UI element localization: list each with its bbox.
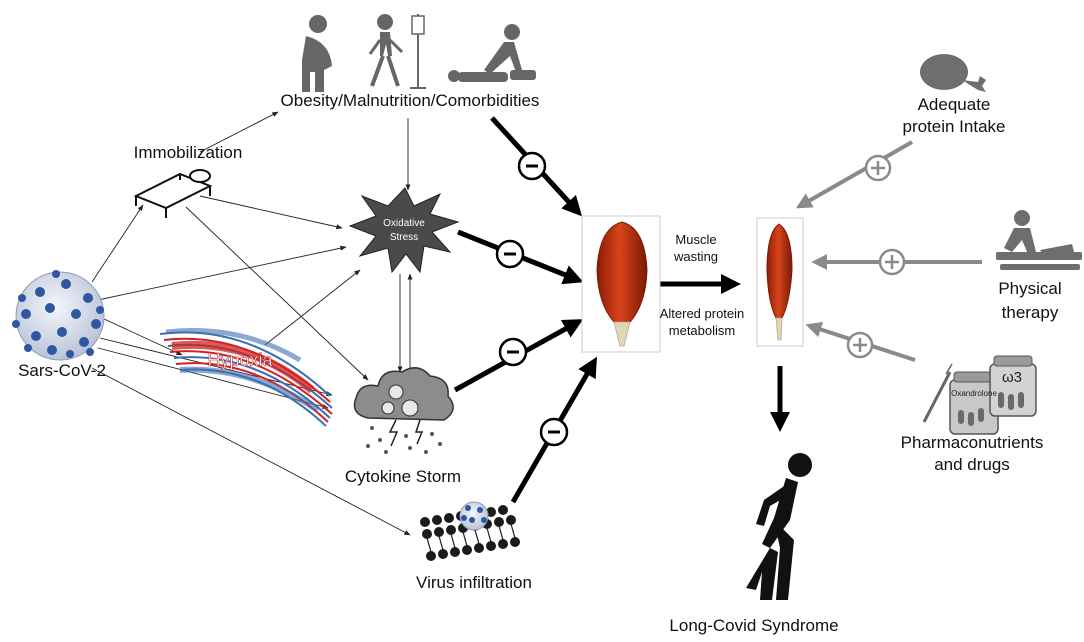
oxidative-stress-shape bbox=[348, 187, 460, 274]
arrow-immobilization-to-comorbidities bbox=[199, 111, 279, 153]
node-physical-therapy-2: therapy bbox=[1002, 303, 1059, 322]
cpr-icon bbox=[448, 24, 536, 82]
muscle-large-icon bbox=[581, 215, 661, 353]
node-pharma-2: and drugs bbox=[934, 455, 1010, 474]
malnutrition-icon bbox=[368, 14, 426, 89]
arrow-virus-to-hypoxia bbox=[101, 317, 183, 356]
arrow-protein-to-muscle bbox=[795, 140, 913, 209]
node-physical-therapy-1: Physical bbox=[998, 279, 1061, 298]
arrow-immobilization-to-oxidative bbox=[199, 195, 343, 230]
node-long-covid: Long-Covid Syndrome bbox=[669, 616, 838, 635]
node-pharma-1: Pharmaconutrients bbox=[901, 433, 1044, 452]
node-virus-infiltration: Virus infiltration bbox=[416, 573, 532, 592]
label-altered-protein-1: Altered protein bbox=[660, 306, 745, 321]
label-muscle-wasting-1: Muscle bbox=[675, 232, 716, 247]
oxidative-stress-label-1: Oxidative bbox=[383, 218, 425, 229]
bottle-label-omega3: ω3 bbox=[1002, 369, 1022, 386]
bed-icon bbox=[133, 169, 213, 218]
pharma-bottles-icon bbox=[922, 355, 1037, 435]
physical-therapy-icon bbox=[996, 210, 1082, 270]
arrow-virus-to-immobilization bbox=[91, 204, 144, 283]
thin-arrows bbox=[91, 111, 413, 536]
label-altered-protein-2: metabolism bbox=[669, 323, 735, 338]
cytokine-storm-icon bbox=[353, 367, 454, 454]
node-sars-cov-2: Sars-CoV-2 bbox=[18, 361, 106, 380]
obesity-icon bbox=[302, 15, 332, 92]
oxidative-stress-label-2: Stress bbox=[390, 232, 418, 243]
node-immobilization: Immobilization bbox=[134, 143, 243, 162]
arrow-virus-to-oxidative bbox=[97, 245, 347, 301]
virus-infiltration-icon bbox=[420, 501, 520, 561]
arrow-hypoxia-to-oxidative bbox=[264, 269, 361, 346]
drumstick-icon bbox=[920, 54, 986, 92]
positive-signs bbox=[846, 154, 906, 359]
virus-icon bbox=[12, 270, 105, 361]
long-covid-figure-icon bbox=[746, 453, 812, 600]
arrow-virus-to-infiltration bbox=[91, 367, 411, 536]
hypoxia-label: Hypoxia bbox=[207, 350, 273, 370]
bottle-label-oxandrolone: Oxandrolone bbox=[951, 389, 997, 398]
label-muscle-wasting-2: wasting bbox=[673, 249, 718, 264]
hypoxia-fibers-icon bbox=[159, 328, 333, 427]
arrow-immobilization-to-cytokine bbox=[185, 206, 369, 381]
node-protein-intake-2: protein Intake bbox=[902, 117, 1005, 136]
node-protein-intake-1: Adequate bbox=[918, 95, 991, 114]
muscle-small-icon bbox=[756, 217, 804, 347]
negative-signs bbox=[495, 151, 569, 447]
node-cytokine-storm: Cytokine Storm bbox=[345, 467, 461, 486]
node-comorbidities: Obesity/Malnutrition/Comorbidities bbox=[281, 91, 540, 110]
